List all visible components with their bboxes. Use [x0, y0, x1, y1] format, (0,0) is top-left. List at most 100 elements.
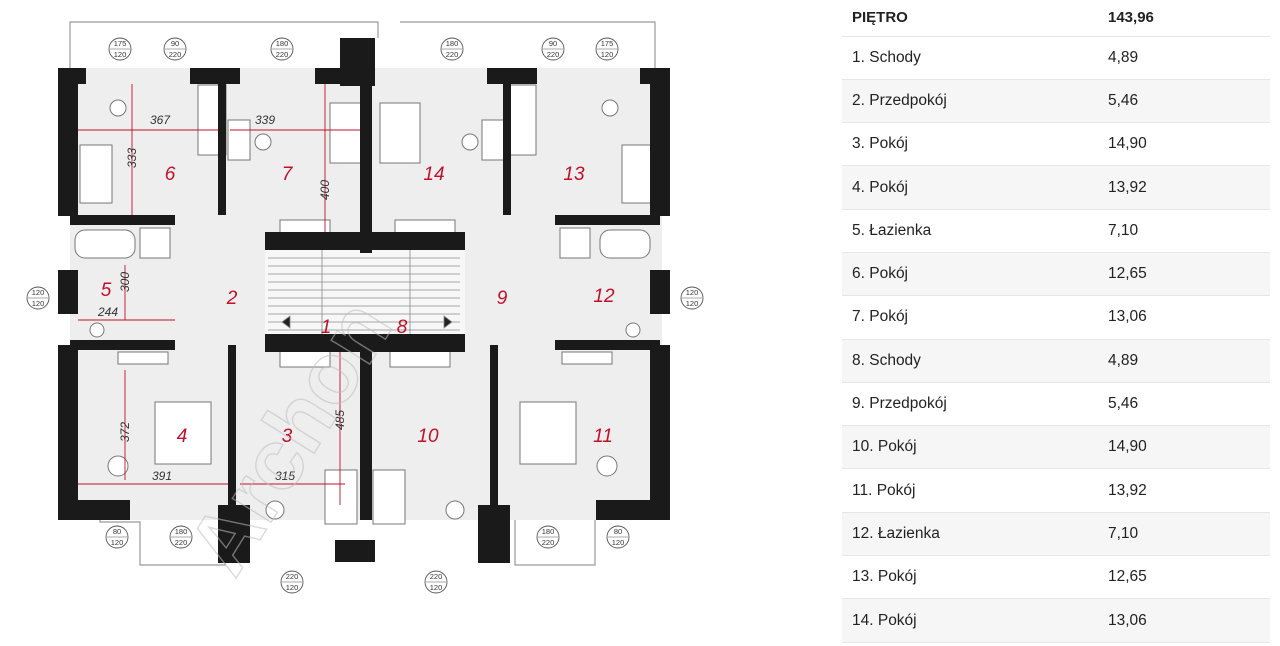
- room-number: 5: [101, 280, 112, 301]
- room-area: 13,06: [1098, 295, 1270, 340]
- dimension-label: 339: [255, 113, 275, 127]
- room-number: 14: [423, 164, 444, 185]
- window-size-label: 120: [601, 50, 614, 59]
- window-size-label: 220: [276, 50, 289, 59]
- dimension-label: 300: [118, 272, 132, 292]
- window-size-label: 120: [286, 583, 299, 592]
- room-area: 4,89: [1098, 339, 1270, 383]
- floor-total-area: 143,96: [1098, 0, 1270, 37]
- room-numbers: 1 2 3 4 5 6 7 8 9 10 11 12 13 14: [101, 164, 615, 447]
- room-name: 14. Pokój: [842, 598, 1098, 643]
- room-name: 4. Pokój: [842, 165, 1098, 210]
- dimension-label: 367: [150, 113, 171, 127]
- window-size-label: 120: [612, 538, 625, 547]
- room-number: 8: [397, 317, 408, 338]
- floor-label: PIĘTRO: [842, 0, 1098, 37]
- window-120-120-left: 120 120: [26, 286, 50, 310]
- room-name: 6. Pokój: [842, 252, 1098, 297]
- room-name: 13. Pokój: [842, 555, 1098, 600]
- walls: [58, 38, 670, 563]
- window-size-label: 220: [446, 50, 459, 59]
- window-180-220-left: 180 220: [270, 37, 294, 61]
- room-name: 12. Łazienka: [842, 512, 1098, 557]
- window-size-label: 120: [111, 538, 124, 547]
- window-90-220-left: 90 220: [163, 37, 187, 61]
- dimension-label: 244: [97, 305, 118, 319]
- furniture: [74, 84, 655, 525]
- window-size-label: 180: [175, 527, 188, 536]
- room-number: 4: [177, 426, 188, 447]
- room-number: 1: [321, 317, 332, 338]
- window-size-label: 180: [542, 527, 555, 536]
- room-area: 4,89: [1098, 36, 1270, 80]
- window-markers: 175 120 90 220 180 220 180 220 90 220: [26, 37, 704, 594]
- window-size-label: 220: [175, 538, 188, 547]
- window-220-120-left: 220 120: [280, 570, 304, 594]
- balconies: [69, 21, 656, 566]
- dimension-label: 391: [152, 469, 172, 483]
- room-number: 12: [593, 286, 615, 307]
- room-name: 1. Schody: [842, 36, 1098, 80]
- room-name: 5. Łazienka: [842, 209, 1098, 253]
- window-180-220-bottom-right: 180 220: [536, 525, 560, 549]
- room-area: 7,10: [1098, 209, 1270, 253]
- window-80-120-right: 80 120: [606, 525, 630, 549]
- dimension-label: 333: [125, 148, 139, 168]
- window-220-120-right: 220 120: [424, 570, 448, 594]
- room-name: 3. Pokój: [842, 122, 1098, 167]
- room-number: 10: [417, 426, 439, 447]
- dimension-label: 372: [118, 422, 132, 442]
- room-name: 7. Pokój: [842, 295, 1098, 340]
- room-area: 13,06: [1098, 598, 1270, 643]
- window-size-label: 90: [549, 39, 557, 48]
- dimension-lines: [78, 84, 360, 505]
- room-name: 11. Pokój: [842, 468, 1098, 513]
- window-size-label: 80: [113, 527, 121, 536]
- room-number: 13: [563, 164, 585, 185]
- stair-area: [265, 250, 465, 334]
- window-size-label: 220: [542, 538, 555, 547]
- room-area: 7,10: [1098, 512, 1270, 557]
- room-area: 5,46: [1098, 79, 1270, 124]
- table-header-row: PIĘTRO 143,96: [842, 0, 1270, 37]
- room-area: 12,65: [1098, 252, 1270, 297]
- window-180-220-bottom-left: 180 220: [169, 525, 193, 549]
- room-area: 13,92: [1098, 468, 1270, 513]
- window-size-label: 220: [169, 50, 182, 59]
- window-size-label: 120: [686, 299, 699, 308]
- window-size-label: 220: [286, 572, 299, 581]
- window-size-label: 180: [446, 39, 459, 48]
- room-area: 5,46: [1098, 382, 1270, 427]
- room-area: 13,92: [1098, 165, 1270, 210]
- window-size-label: 220: [430, 572, 443, 581]
- room-number: 3: [282, 426, 293, 447]
- window-175-120-left: 175 120: [108, 37, 132, 61]
- room-area: 14,90: [1098, 425, 1270, 470]
- dimension-labels: 367 333 339 400 300 244 372 391 315 485: [97, 113, 347, 483]
- window-size-label: 120: [32, 299, 45, 308]
- window-size-label: 120: [686, 288, 699, 297]
- floor-plan-drawing: 175 120 90 220 180 220 180 220 90 220: [26, 21, 704, 594]
- window-175-120-right: 175 120: [595, 37, 619, 61]
- window-size-label: 120: [430, 583, 443, 592]
- room-name: 10. Pokój: [842, 425, 1098, 470]
- window-180-220-right: 180 220: [440, 37, 464, 61]
- window-120-120-right: 120 120: [680, 286, 704, 310]
- window-size-label: 80: [614, 527, 622, 536]
- room-number: 11: [593, 426, 613, 447]
- stairs: [268, 250, 460, 334]
